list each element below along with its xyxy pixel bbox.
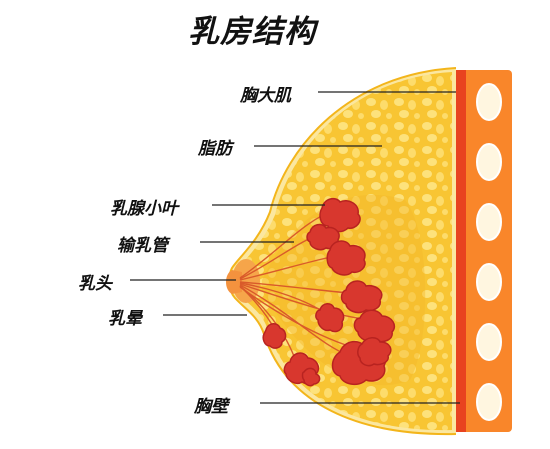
chest-wall-band (462, 70, 512, 432)
nipple (226, 270, 242, 294)
rib (476, 143, 502, 181)
lobule (262, 323, 287, 349)
rib (476, 323, 502, 361)
lobule (340, 280, 383, 314)
label-areola: 乳晕 (108, 309, 142, 329)
label-nipple: 乳头 (78, 274, 112, 294)
lobule (319, 197, 361, 233)
lobule (353, 309, 396, 343)
rib (476, 83, 502, 121)
diagram-title: 乳房结构 (188, 14, 316, 50)
rib (476, 203, 502, 241)
leader-lines (130, 91, 460, 404)
lobule (301, 367, 321, 387)
rib (476, 263, 502, 301)
label-chest-wall: 胸壁 (194, 397, 228, 417)
lobule (326, 240, 366, 276)
label-ducts: 输乳管 (117, 236, 168, 256)
lobules (262, 197, 396, 387)
ribs (476, 83, 502, 421)
label-lobules: 乳腺小叶 (110, 199, 178, 219)
lobule (357, 337, 392, 367)
lobule (315, 303, 345, 333)
rib (476, 383, 502, 421)
label-fat: 脂肪 (198, 139, 232, 159)
label-pectoralis-major: 胸大肌 (240, 86, 291, 106)
